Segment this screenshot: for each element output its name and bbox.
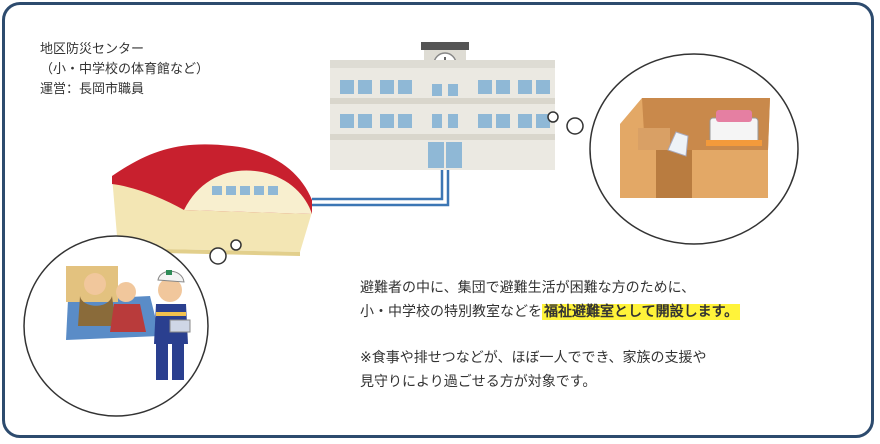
gym-building xyxy=(112,144,312,256)
facility-label: 地区防災センター （小・中学校の体育館など） 運営：長岡市職員 xyxy=(40,40,209,100)
elderly-woman xyxy=(116,282,136,302)
facility-examples: （小・中学校の体育館など） xyxy=(40,62,210,77)
thought-bubble-people xyxy=(23,235,242,417)
facility-operator: 運営：長岡市職員 xyxy=(40,82,145,97)
elderly-man xyxy=(84,273,106,295)
description-line-2: 小・中学校の特別教室などを福祉避難室として開設します。 xyxy=(360,300,741,324)
school-building xyxy=(330,42,555,170)
description-line-1: 避難者の中に、集団で避難生活が困難な方のために、 xyxy=(360,280,696,296)
welfare-room-highlight: 福祉避難室として開設します。 xyxy=(542,304,741,320)
facility-name: 地区防災センター xyxy=(40,42,145,57)
note-line-1: ※食事や排せつなどが、ほぼ一人ででき、家族の支援や xyxy=(360,350,707,366)
connector-lines xyxy=(312,168,450,207)
description-line-2-text: 小・中学校の特別教室などを xyxy=(360,304,542,320)
note-line-2: 見守りにより過ごせる方が対象です。 xyxy=(360,374,597,390)
staff-member xyxy=(158,278,182,302)
description: 避難者の中に、集団で避難生活が困難な方のために、 小・中学校の特別教室などを福祉… xyxy=(360,276,741,394)
thought-bubble-room xyxy=(547,53,799,245)
